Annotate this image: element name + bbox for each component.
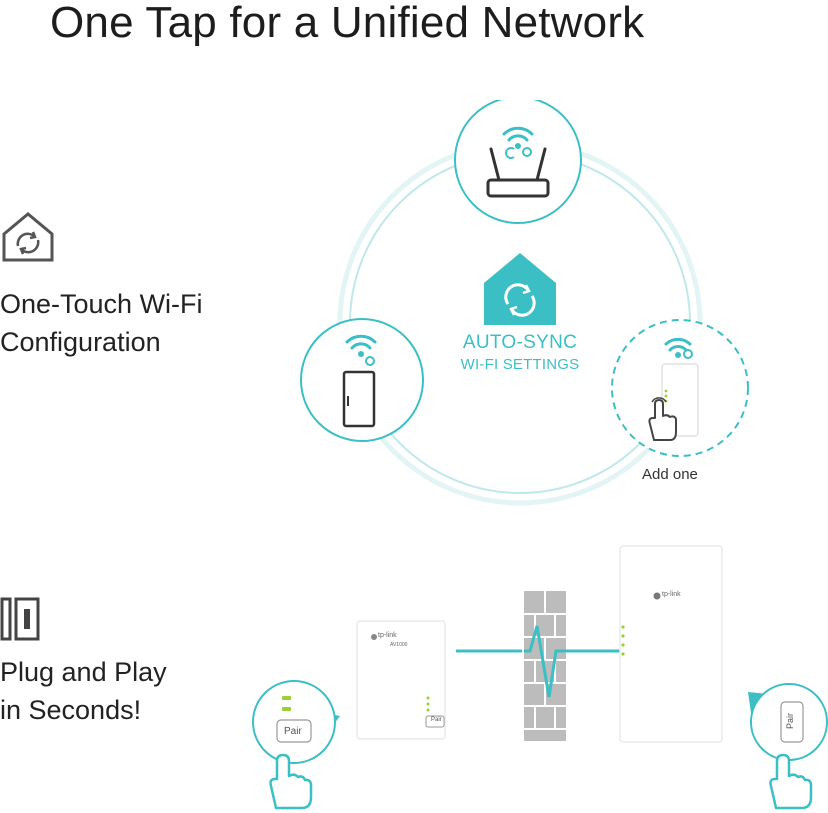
plug-play-illustration xyxy=(252,545,828,810)
pair-button xyxy=(276,719,312,743)
hand-tap-icon xyxy=(769,753,813,810)
auto-sync-label: AUTO-SYNC xyxy=(462,332,578,353)
router-node xyxy=(454,100,582,224)
add-one-label: Add one xyxy=(642,466,698,483)
tp-link-logo-icon xyxy=(653,592,661,600)
router-icon xyxy=(486,147,550,198)
wifi-icon xyxy=(345,334,377,350)
wifi-icon xyxy=(502,126,534,142)
wifi-settings-label: WI-FI SETTINGS xyxy=(460,356,580,373)
gear-icon xyxy=(522,147,532,157)
home-sync-icon xyxy=(2,212,54,262)
powerline-adapter-icon xyxy=(0,597,40,641)
brand-label: tp-link xyxy=(378,632,397,639)
pair-button xyxy=(780,701,804,743)
brick-wall xyxy=(524,591,566,741)
add-device-node xyxy=(611,319,749,457)
model-label: AV1000 xyxy=(390,642,408,648)
feature-line: in Seconds! xyxy=(0,695,142,725)
feature-line: One-Touch Wi-Fi xyxy=(0,289,203,319)
extender-node xyxy=(300,318,424,442)
page-title: One Tap for a Unified Network xyxy=(50,0,645,47)
feature-line: Plug and Play xyxy=(0,657,167,687)
gear-icon xyxy=(365,356,375,366)
powerline-extender-large xyxy=(619,545,723,743)
pair-callout-right xyxy=(748,683,828,810)
tp-link-logo-icon xyxy=(371,634,377,640)
wifi-icon xyxy=(664,337,692,352)
feature-line: Configuration xyxy=(0,327,161,357)
feature-wifi-config: One-Touch Wi-Fi Configuration xyxy=(0,285,203,361)
auto-sync-diagram xyxy=(300,100,749,506)
hand-tap-icon xyxy=(269,753,313,810)
pair-text: Pair xyxy=(431,717,442,723)
pair-callout-left xyxy=(252,680,340,810)
pair-text: Pair xyxy=(785,712,796,730)
feature-plug-play: Plug and Play in Seconds! xyxy=(0,653,167,729)
extender-icon xyxy=(342,370,376,428)
auto-sync-house-icon xyxy=(484,253,556,325)
brand-label: tp-link xyxy=(662,591,681,598)
pair-text: Pair xyxy=(284,726,302,737)
powerline-adapter-small xyxy=(356,620,446,740)
hand-tap-icon xyxy=(648,397,677,441)
